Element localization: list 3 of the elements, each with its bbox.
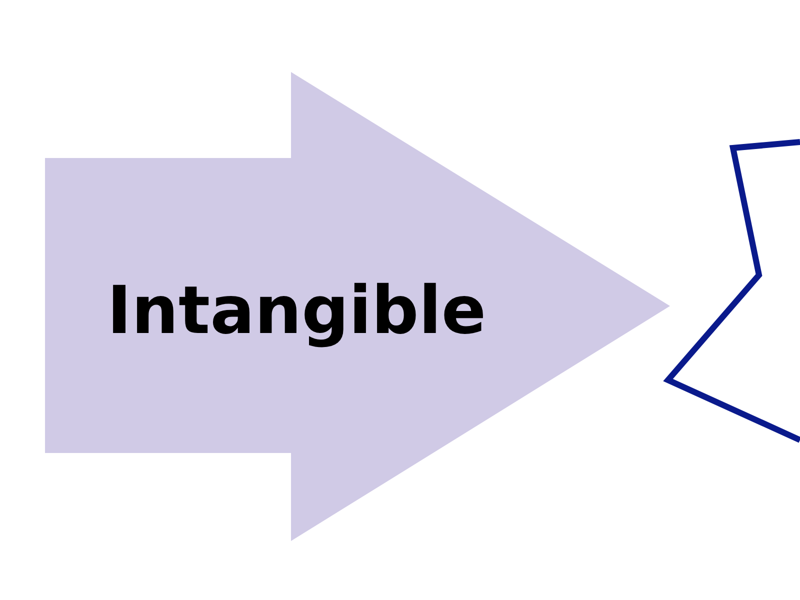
jagged-burst-outline (665, 142, 800, 445)
block-arrow (45, 72, 670, 541)
arrow-label: Intangible (107, 272, 486, 349)
